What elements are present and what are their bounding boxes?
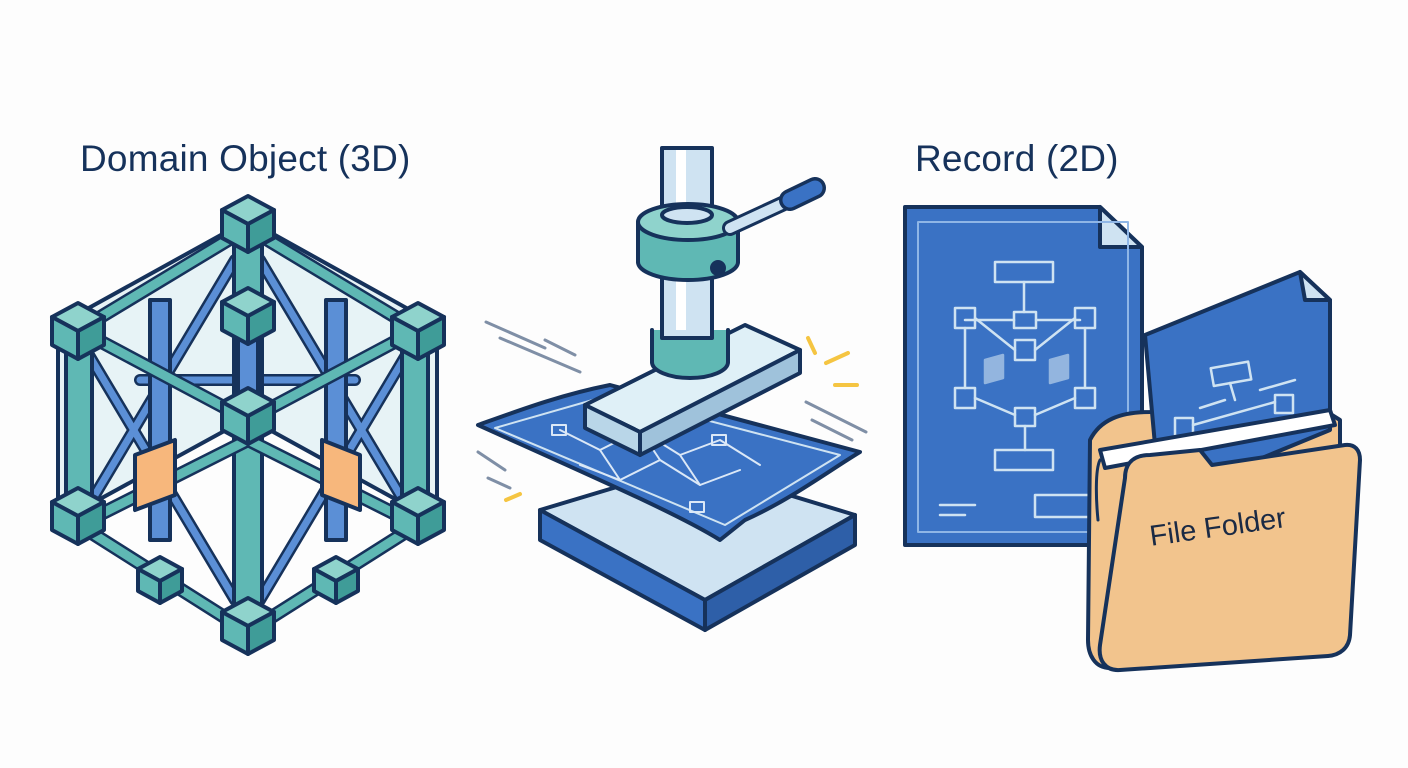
domain-object-title: Domain Object (3D) — [80, 138, 411, 179]
record-title: Record (2D) — [915, 138, 1119, 179]
file-folder-icon — [1086, 270, 1362, 673]
press-icon — [476, 146, 868, 632]
cube-lattice-icon — [50, 194, 446, 656]
